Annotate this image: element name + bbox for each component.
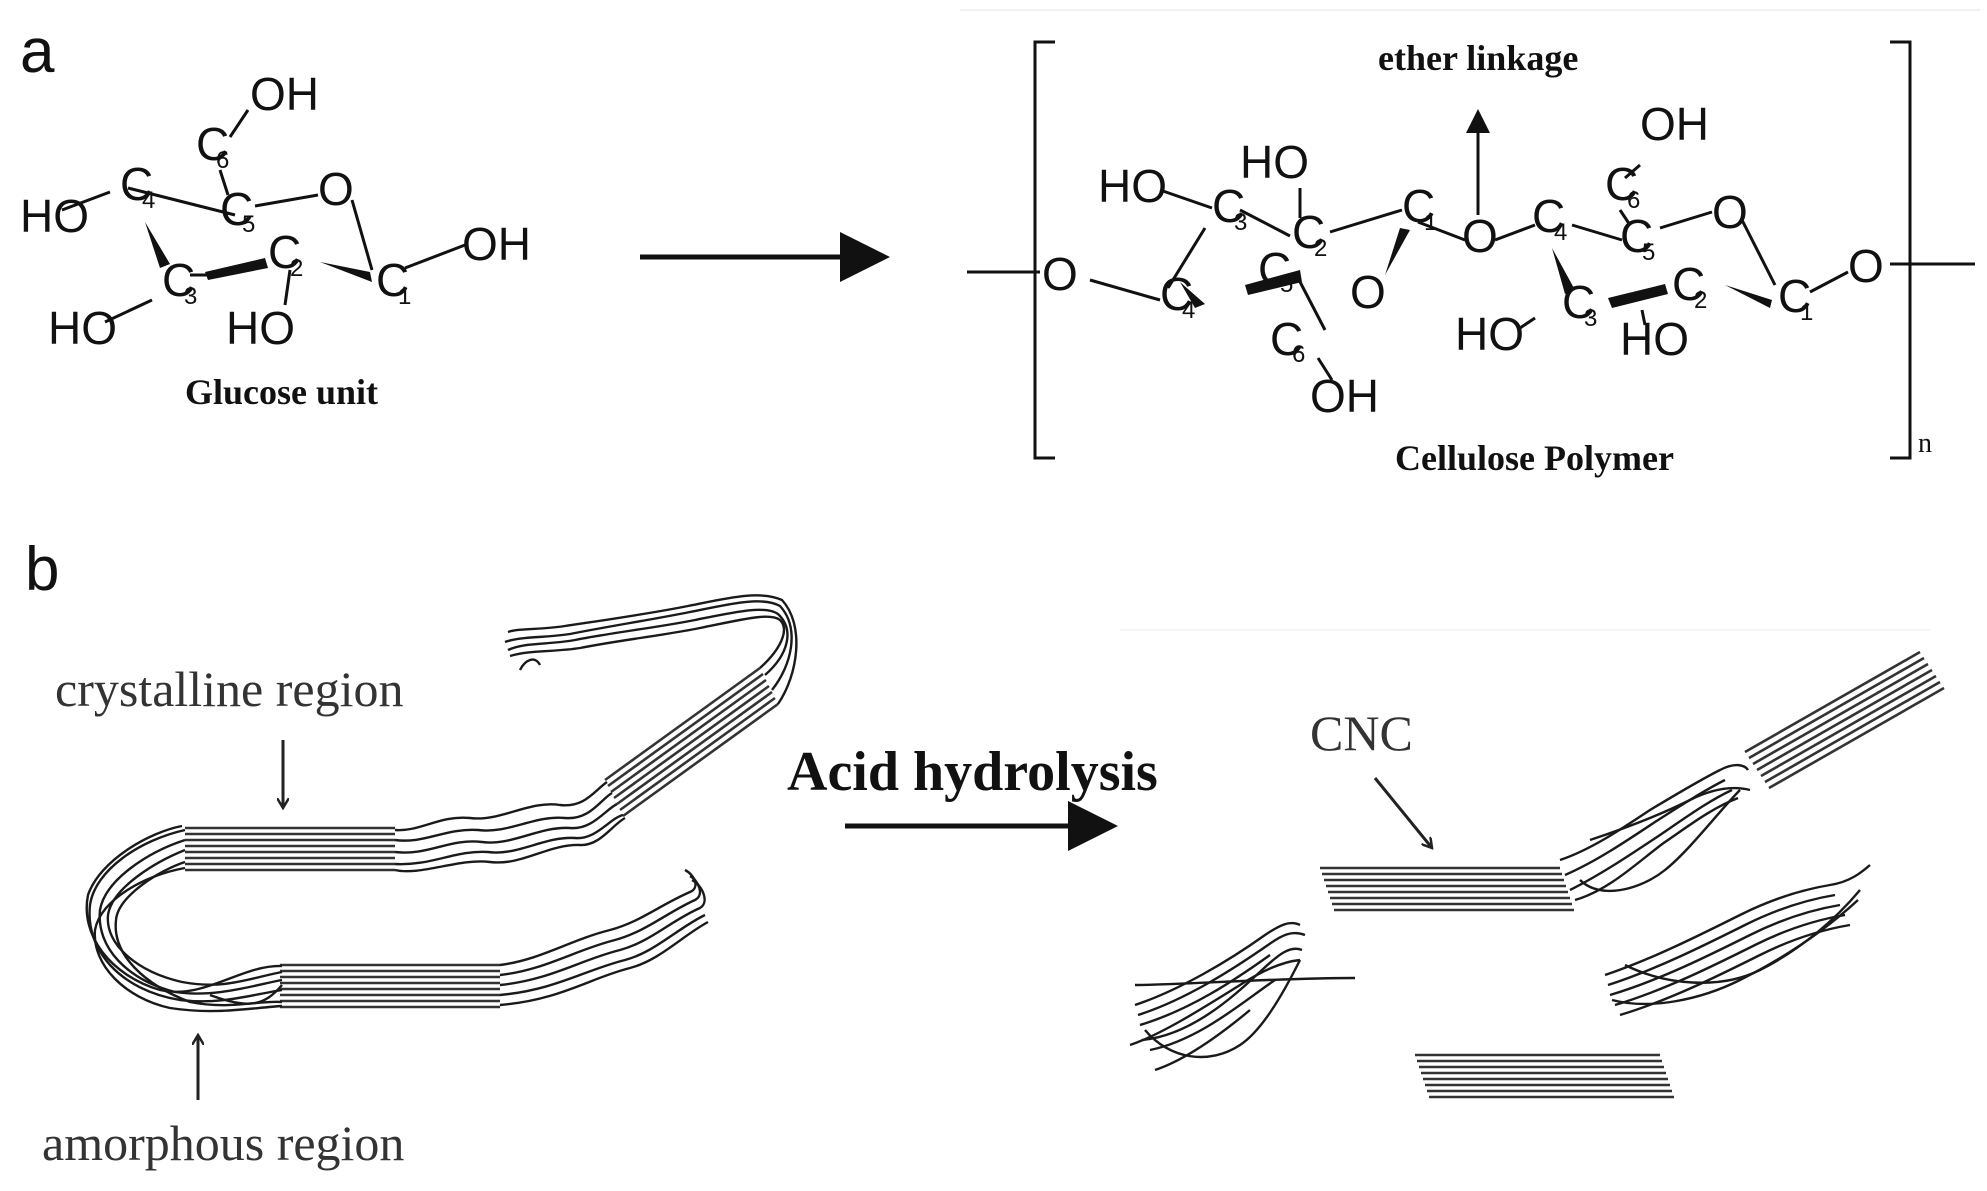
locant: 4 [1554, 219, 1567, 246]
atom-label: O [1848, 240, 1884, 292]
crystalline-bundle-upper [185, 826, 395, 872]
atom-label: C [1292, 206, 1325, 258]
glucose-unit-structure: OH C 6 C 4 C 5 O HO C 3 C 2 C 1 OH HO HO [20, 68, 531, 354]
locant: 1 [1424, 209, 1437, 236]
locant: 1 [1800, 299, 1813, 326]
atom-label: C [1212, 180, 1245, 232]
acid-hydrolysis-label: Acid hydrolysis [787, 741, 1158, 803]
atom-label: HO [1620, 313, 1689, 365]
locant: 3 [1584, 305, 1597, 332]
repeat-subscript: n [1918, 428, 1932, 459]
atom-label: C [1270, 313, 1303, 365]
amorphous-strands [85, 594, 798, 1013]
crystalline-bundle-diagonal [604, 666, 779, 818]
atom-label: C [1672, 258, 1705, 310]
left-bracket [1033, 40, 1055, 460]
cnc-label: CNC [1310, 705, 1413, 761]
atom-label: C [1620, 210, 1653, 262]
panel-b-letter: b [25, 535, 59, 604]
locant: 5 [242, 211, 255, 238]
cellulose-polymer-caption: Cellulose Polymer [1395, 438, 1674, 478]
atom-label: HO [226, 302, 295, 354]
atom-label: C [1258, 243, 1291, 295]
panel-a-letter: a [20, 17, 55, 86]
atom-label: HO [48, 302, 117, 354]
atom-label: OH [1640, 98, 1709, 150]
right-bracket [1890, 40, 1912, 460]
atom-label: O [318, 163, 354, 215]
atom-label: C [1402, 180, 1435, 232]
atom-label: C [1160, 268, 1193, 320]
atom-label: C [1605, 158, 1638, 210]
amorphous-region-label: amorphous region [42, 1115, 404, 1171]
cnc-fragments [1129, 650, 1945, 1099]
crystalline-region-label: crystalline region [55, 661, 404, 717]
locant: 3 [1234, 209, 1247, 236]
atom-label: OH [1310, 370, 1379, 422]
atom-label: HO [1240, 136, 1309, 188]
cnc-bar-center [1320, 866, 1574, 912]
atom-label: O [1462, 210, 1498, 262]
atom-label: OH [250, 68, 319, 120]
crystalline-bundle-lower [280, 963, 500, 1009]
atom-label: C [376, 254, 409, 306]
locant: 2 [1314, 235, 1327, 262]
locant: 6 [216, 147, 229, 174]
cnc-bar-diagonal [1744, 650, 1945, 790]
atom-label: C [1562, 276, 1595, 328]
locant: 3 [184, 283, 197, 310]
amorphous-fragments [1129, 763, 1871, 1072]
atom-label: C [1532, 190, 1565, 242]
atom-label: HO [1098, 160, 1167, 212]
atom-label: C [120, 158, 153, 210]
locant: 5 [1280, 271, 1293, 298]
cnc-bar-bottom [1415, 1053, 1674, 1099]
glucose-unit-caption: Glucose unit [185, 372, 378, 412]
locant: 6 [1292, 341, 1305, 368]
locant: 6 [1627, 187, 1640, 214]
locant: 2 [290, 255, 303, 282]
atom-label: C [1778, 270, 1811, 322]
atom-label: O [1350, 266, 1386, 318]
locant: 4 [142, 187, 155, 214]
atom-label: C [268, 226, 301, 278]
cellulose-polymer-structure: O HO C 3 HO C 2 C 1 C 4 C 5 O C 6 OH O C… [967, 40, 1975, 460]
atom-label: C [162, 254, 195, 306]
locant: 4 [1182, 297, 1195, 324]
cellulose-fibril [85, 594, 798, 1013]
cnc-pointer-arrow [1373, 777, 1432, 848]
atom-label: O [1042, 248, 1078, 300]
atom-label: HO [1455, 308, 1524, 360]
atom-label: C [196, 118, 229, 170]
atom-label: O [1712, 186, 1748, 238]
locant: 5 [1642, 239, 1655, 266]
locant: 2 [1694, 287, 1707, 314]
ether-linkage-label: ether linkage [1378, 38, 1578, 78]
locant: 1 [398, 283, 411, 310]
atom-label: C [220, 183, 253, 235]
atom-label: HO [20, 190, 89, 242]
atom-label: OH [462, 218, 531, 270]
